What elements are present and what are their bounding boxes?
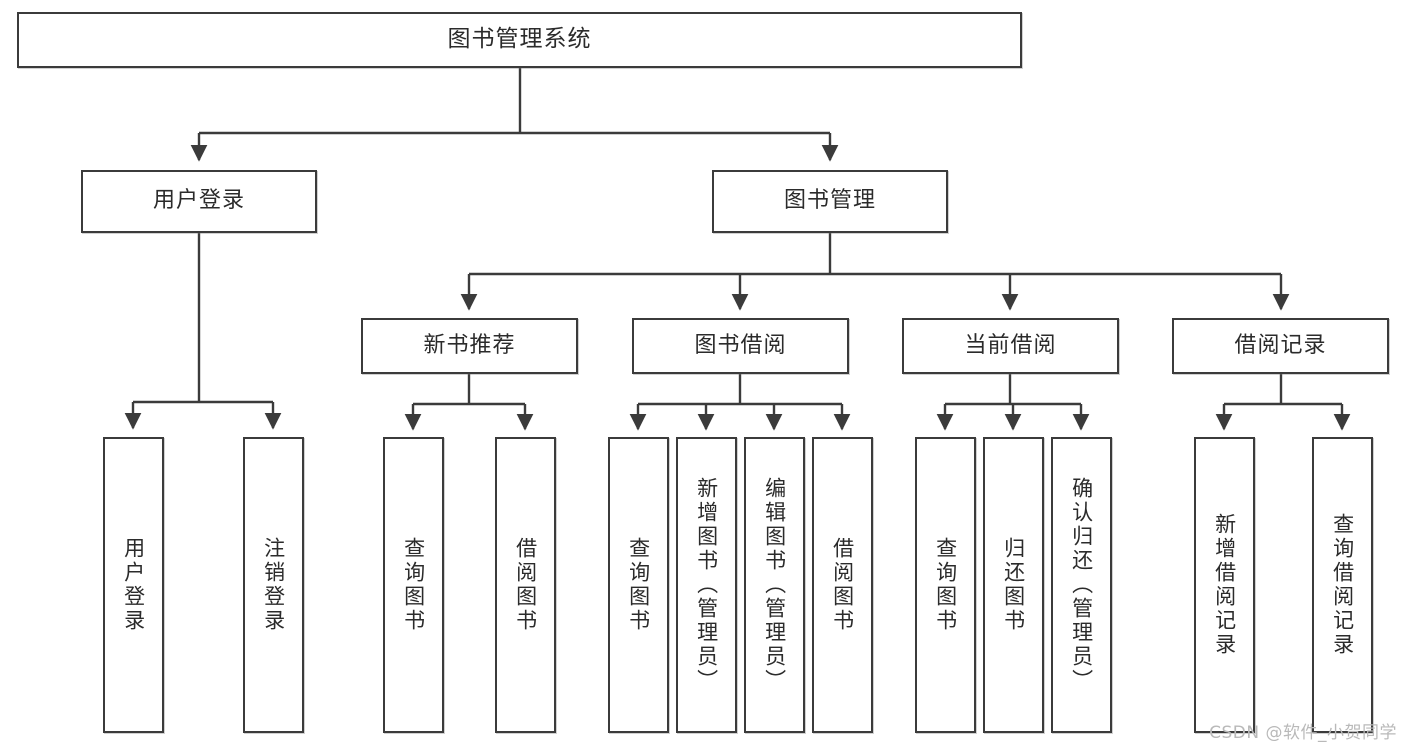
node-label: 查询借阅记录 (1330, 513, 1355, 657)
node-label: 新书推荐 (423, 332, 516, 358)
leaf-add-book-admin[interactable]: 新增图书（管理员） (676, 437, 737, 733)
node-label: 借阅记录 (1234, 332, 1327, 358)
leaf-borrow-book-recommend[interactable]: 借阅图书 (495, 437, 556, 733)
node-new-book-recommend[interactable]: 新书推荐 (361, 318, 578, 374)
node-label: 图书管理 (783, 188, 876, 214)
leaf-add-borrow-record[interactable]: 新增借阅记录 (1194, 437, 1255, 733)
node-label: 借阅图书 (513, 537, 538, 633)
leaf-confirm-return-admin[interactable]: 确认归还（管理员） (1051, 437, 1112, 733)
node-label: 新增图书（管理员） (694, 477, 719, 693)
node-label: 注销登录 (261, 537, 286, 633)
node-label: 图书借阅 (694, 332, 787, 358)
node-label: 确认归还（管理员） (1069, 477, 1094, 693)
node-root-library-management-system[interactable]: 图书管理系统 (17, 12, 1022, 68)
leaf-query-borrow-record[interactable]: 查询借阅记录 (1312, 437, 1373, 733)
leaf-query-book-current[interactable]: 查询图书 (915, 437, 976, 733)
node-label: 用户登录 (152, 188, 245, 214)
node-label: 新增借阅记录 (1212, 513, 1237, 657)
leaf-query-book-borrow[interactable]: 查询图书 (608, 437, 669, 733)
leaf-edit-book-admin[interactable]: 编辑图书（管理员） (744, 437, 805, 733)
node-book-borrow[interactable]: 图书借阅 (632, 318, 849, 374)
node-label: 借阅图书 (830, 537, 855, 633)
leaf-logout[interactable]: 注销登录 (243, 437, 304, 733)
node-borrow-record[interactable]: 借阅记录 (1172, 318, 1389, 374)
node-user-login[interactable]: 用户登录 (81, 170, 317, 233)
node-book-management[interactable]: 图书管理 (712, 170, 948, 233)
node-label: 用户登录 (121, 537, 146, 633)
csdn-watermark: CSDN @软件_小贺同学 (1209, 723, 1397, 743)
node-label: 归还图书 (1001, 537, 1026, 633)
leaf-return-book[interactable]: 归还图书 (983, 437, 1044, 733)
leaf-user-login[interactable]: 用户登录 (103, 437, 164, 733)
node-label: 查询图书 (401, 537, 426, 633)
node-label: 查询图书 (933, 537, 958, 633)
node-label: 当前借阅 (964, 332, 1057, 358)
node-label: 图书管理系统 (447, 26, 592, 53)
leaf-query-book-recommend[interactable]: 查询图书 (383, 437, 444, 733)
node-current-borrow[interactable]: 当前借阅 (902, 318, 1119, 374)
leaf-borrow-book[interactable]: 借阅图书 (812, 437, 873, 733)
node-label: 查询图书 (626, 537, 651, 633)
node-label: 编辑图书（管理员） (762, 477, 787, 693)
